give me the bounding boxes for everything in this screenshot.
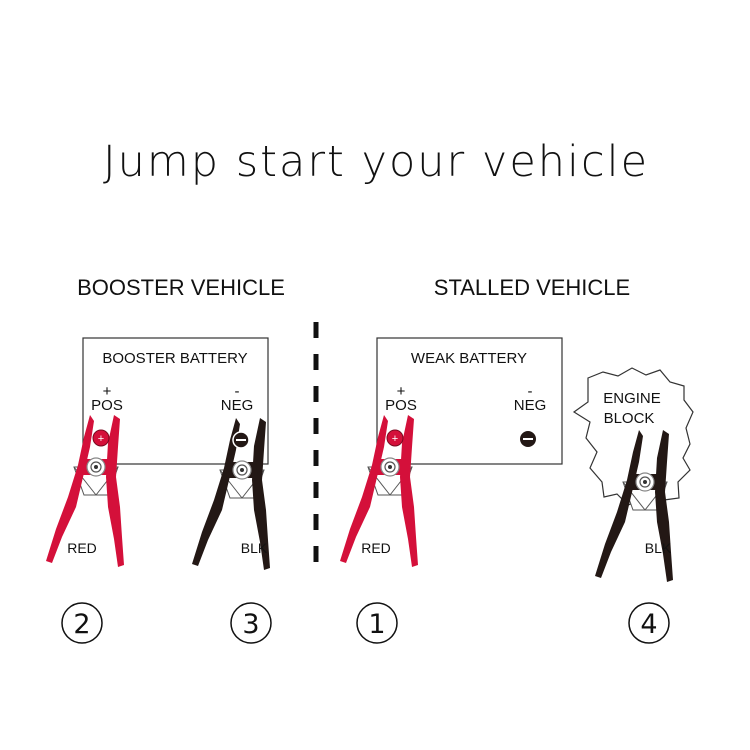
step-number: 3 [242,609,259,640]
booster-vehicle-heading: BOOSTER VEHICLE [77,275,285,300]
booster-neg-sign: - [235,383,240,400]
booster-battery-label: BOOSTER BATTERY [102,350,247,367]
page-title: Jump start your vehicle [103,137,649,187]
step-number: 2 [73,609,90,640]
step-circle-4: 4 [628,602,670,644]
stalled-red-clamp-icon: + [339,414,419,568]
plus-terminal-icon: + [386,429,404,447]
weak-battery-label: WEAK BATTERY [411,350,527,367]
step-number: 4 [640,609,657,640]
minus-terminal-icon [232,431,250,449]
booster-black-clamp-icon [191,417,271,571]
booster-pos-sign: + [103,383,112,400]
engine-block-label-line1: ENGINE [603,390,661,407]
booster-neg-label: NEG [221,397,254,414]
booster-red-label: RED [67,540,97,556]
stalled-vehicle-heading: STALLED VEHICLE [434,275,630,300]
step-circle-1: 1 [356,602,398,644]
svg-text:+: + [98,433,104,445]
weak-pos-sign: + [397,383,406,400]
booster-red-clamp-icon: + [45,414,125,568]
weak-pos-label: POS [385,397,417,414]
step-circle-3: 3 [230,602,272,644]
step-circle-2: 2 [61,602,103,644]
weak-neg-sign: - [528,383,533,400]
stalled-red-label: RED [361,540,391,556]
engine-block-label-line2: BLOCK [604,410,655,427]
step-number: 1 [368,609,385,640]
booster-black-label: BLK [241,540,268,556]
plus-terminal-icon: + [92,429,110,447]
weak-neg-label: NEG [514,397,547,414]
svg-text:+: + [392,433,398,445]
engine-black-label: BLK [645,540,672,556]
minus-terminal-icon [520,431,536,447]
booster-pos-label: POS [91,397,123,414]
